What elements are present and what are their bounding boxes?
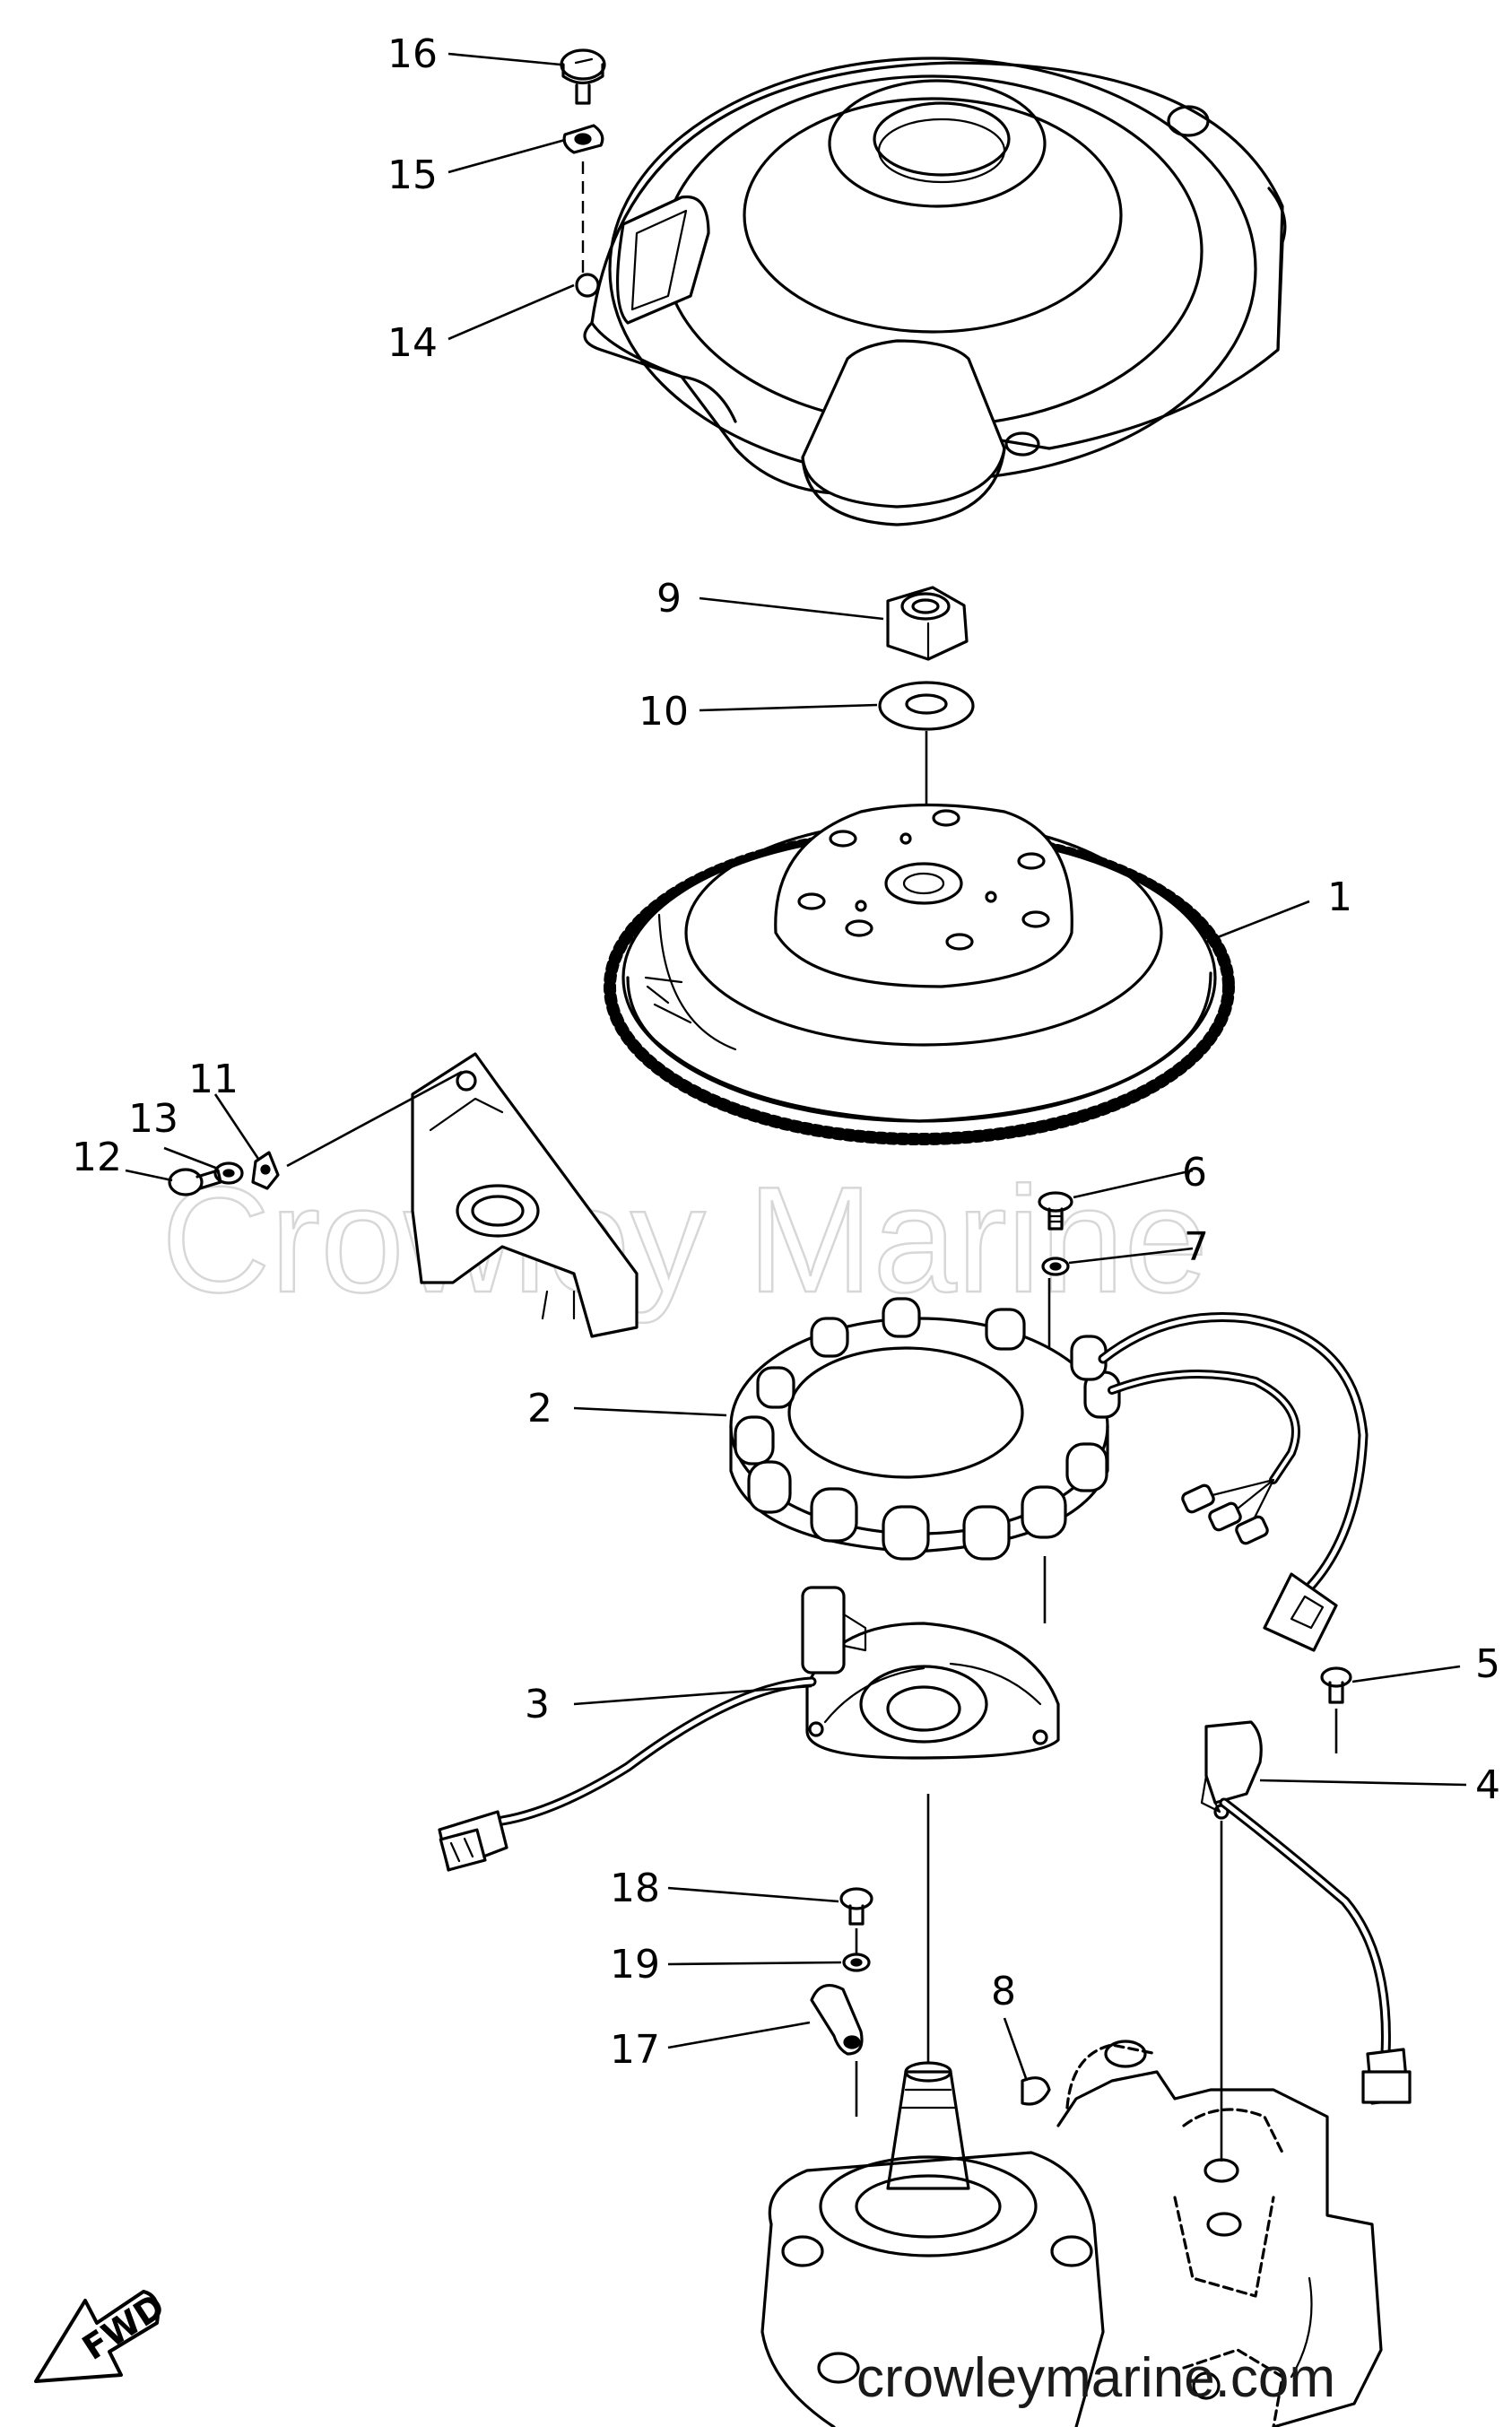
woodruff-key-part xyxy=(1021,2076,1051,2106)
watermark-text: Crowley Marine xyxy=(161,1155,1208,1324)
pulser-leader xyxy=(286,1070,463,1168)
pulser-washer-part xyxy=(213,1161,244,1185)
stator-screw-part xyxy=(1038,1191,1073,1231)
callout-8: 8 xyxy=(991,1969,1016,2014)
rectifier-screw-part xyxy=(1320,1666,1352,1704)
callout-18: 18 xyxy=(610,1866,660,1911)
callout-7: 7 xyxy=(1184,1224,1209,1270)
callout-11: 11 xyxy=(188,1057,239,1102)
callout-14: 14 xyxy=(387,320,438,366)
rectifier-part xyxy=(1200,1720,1412,2105)
forward-direction-arrow: FWD xyxy=(34,2286,171,2383)
clamp-washer-part xyxy=(842,1953,871,1972)
callout-15: 15 xyxy=(387,152,438,198)
callout-labels: 1 2 3 4 5 6 7 8 9 10 11 12 13 14 15 16 1… xyxy=(72,31,1500,2073)
callout-5: 5 xyxy=(1475,1641,1500,1687)
clamp-screw-part xyxy=(839,1887,873,1926)
callout-3: 3 xyxy=(525,1682,550,1727)
callout-2: 2 xyxy=(527,1386,552,1431)
callout-17: 17 xyxy=(610,2027,660,2073)
callout-leaders xyxy=(125,52,1467,2082)
cover-grommet-part xyxy=(562,124,604,154)
crankcase-reference xyxy=(760,2040,1383,2427)
callout-19: 19 xyxy=(610,1942,660,1988)
pulser-bolt-part xyxy=(168,1168,222,1196)
fwd-label: FWD xyxy=(75,2286,171,2368)
callout-4: 4 xyxy=(1475,1762,1500,1808)
pulser-coil-part xyxy=(438,1586,1060,1872)
callout-16: 16 xyxy=(387,31,438,77)
callout-1: 1 xyxy=(1327,874,1352,920)
callout-10: 10 xyxy=(639,689,689,735)
footer-site-url: crowleymarine.com xyxy=(856,2347,1335,2409)
flywheel-cover-part xyxy=(575,57,1287,526)
stator-washer-part xyxy=(1041,1257,1070,1276)
flywheel-nut-part xyxy=(886,586,969,661)
callout-13: 13 xyxy=(128,1096,178,1142)
pulser-plate-part xyxy=(251,1151,280,1190)
callout-6: 6 xyxy=(1182,1150,1207,1196)
callout-9: 9 xyxy=(656,576,682,622)
flywheel-part xyxy=(604,803,1235,1145)
cord-clamp-part xyxy=(810,1983,864,2056)
engine-bracket-part xyxy=(411,1052,639,1338)
stator-part xyxy=(729,1297,1369,1652)
callout-12: 12 xyxy=(72,1135,122,1180)
flywheel-washer-part xyxy=(878,681,975,731)
cover-bolt-part xyxy=(560,48,606,105)
